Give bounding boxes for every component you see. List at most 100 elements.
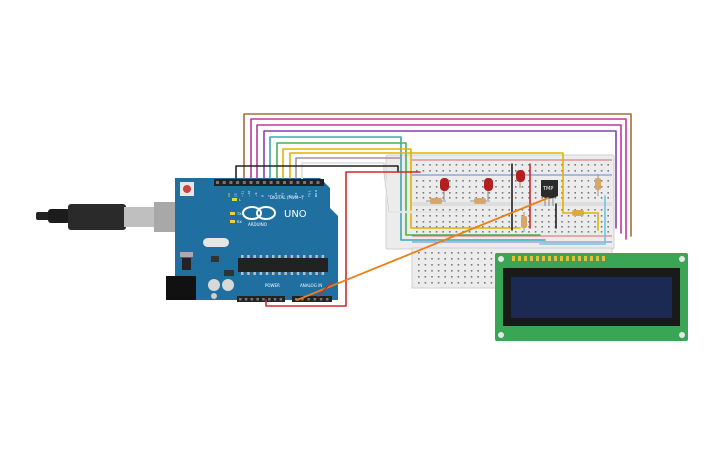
breadboard-hole: [442, 209, 444, 211]
lcd-mount-hole-1: [498, 256, 504, 262]
usb-plug-body: [68, 204, 126, 230]
breadboard-hole: [567, 192, 570, 194]
breadboard-hole: [429, 231, 431, 233]
breadboard-hole: [548, 170, 550, 172]
chip-leg: [309, 255, 312, 258]
breadboard-hole: [495, 221, 497, 223]
breadboard-hole: [521, 192, 524, 194]
breadboard-hole: [482, 197, 484, 199]
breadboard-hole: [587, 192, 590, 194]
breadboard-hole: [587, 226, 590, 228]
breadboard-hole: [508, 226, 510, 228]
breadboard-hole: [508, 231, 510, 233]
lcd-pin: [584, 256, 587, 261]
breadboard-hole: [495, 192, 497, 194]
breadboard-hole: [422, 192, 425, 194]
breadboard-hole: [482, 180, 484, 182]
breadboard-hole: [515, 180, 517, 182]
breadboard-hole: [449, 209, 451, 211]
breadboard-hole: [422, 180, 425, 182]
wire-yellow-2: [289, 152, 599, 231]
breadboard-hole: [534, 192, 537, 194]
pin-number-label: 12: [234, 193, 238, 197]
pin-number-label: ~5: [281, 192, 285, 197]
breadboard-hole: [418, 264, 420, 266]
pin-number-label: 7: [267, 195, 271, 197]
breadboard-hole: [435, 221, 438, 223]
breadboard-hole: [607, 221, 609, 223]
breadboard-hole: [521, 231, 524, 233]
chip-leg: [321, 272, 325, 275]
breadboard-hole: [464, 282, 466, 284]
digital-pin: [216, 181, 219, 184]
breadboard-hole: [422, 226, 425, 228]
breadboard-hole: [554, 164, 557, 166]
breadboard-hole: [528, 226, 530, 228]
breadboard-hole: [501, 209, 504, 211]
wires: [235, 113, 632, 307]
breadboard-hole: [462, 209, 464, 211]
digital-pin: [303, 181, 307, 184]
chip-leg: [265, 272, 269, 275]
breadboard-hole: [422, 197, 425, 199]
breadboard-hole: [515, 170, 517, 172]
breadboard-hole: [455, 221, 458, 223]
breadboard-hole: [541, 226, 543, 228]
chip-leg: [247, 255, 250, 258]
breadboard-hole: [484, 276, 486, 278]
capacitor-3: [211, 293, 217, 299]
breadboard-hole: [431, 270, 433, 272]
arduino-brand-label: ARDUINO: [248, 222, 267, 227]
breadboard-hole: [451, 258, 453, 260]
breadboard-hole: [470, 252, 473, 254]
breadboard-hole: [528, 215, 530, 217]
breadboard-hole: [534, 221, 537, 223]
pin-number-label: TX 1: [307, 190, 311, 198]
breadboard-hole: [475, 209, 477, 211]
breadboard-hole: [488, 164, 491, 166]
breadboard-hole: [501, 197, 504, 199]
breadboard-hole: [464, 258, 466, 260]
breadboard-hole: [495, 186, 497, 188]
breadboard-hole: [548, 164, 550, 166]
breadboard-hole: [490, 270, 493, 272]
arduino-model-label: UNO: [284, 209, 307, 220]
breadboard-hole: [435, 186, 438, 188]
pin-number-label: 13: [227, 193, 231, 197]
analog-pin: [295, 298, 298, 301]
digital-pin: [249, 181, 253, 184]
breadboard-hole: [477, 258, 479, 260]
breadboard-hole: [442, 197, 444, 199]
breadboard-hole: [462, 180, 464, 182]
breadboard-hole: [442, 170, 444, 172]
breadboard-hole: [600, 231, 603, 233]
breadboard-hole: [455, 231, 458, 233]
wire-green: [276, 142, 541, 236]
breadboard-hole: [418, 276, 420, 278]
breadboard-hole: [561, 209, 563, 211]
breadboard-hole: [444, 276, 446, 278]
breadboard-hole: [594, 221, 596, 223]
power-pin: [256, 298, 259, 301]
lcd-pin: [536, 256, 539, 261]
breadboard-hole: [534, 231, 537, 233]
breadboard-hole: [587, 215, 590, 217]
lcd-16x2: [495, 253, 688, 341]
breadboard-hole: [468, 186, 471, 188]
lcd-pin: [512, 256, 515, 261]
digital-pin: [309, 181, 313, 184]
breadboard-hole: [429, 209, 431, 211]
breadboard-hole: [442, 192, 444, 194]
chip-leg: [272, 255, 275, 258]
chip-leg: [265, 255, 269, 258]
digital-pin: [289, 181, 293, 184]
breadboard-hole: [470, 264, 473, 266]
breadboard-hole: [528, 180, 530, 182]
breadboard-hole: [594, 209, 596, 211]
lcd-pin: [596, 256, 599, 261]
breadboard-hole: [468, 209, 471, 211]
breadboard-hole: [521, 164, 524, 166]
breadboard-hole: [574, 221, 576, 223]
breadboard-hole: [468, 231, 471, 233]
digital-pin: [269, 181, 273, 184]
